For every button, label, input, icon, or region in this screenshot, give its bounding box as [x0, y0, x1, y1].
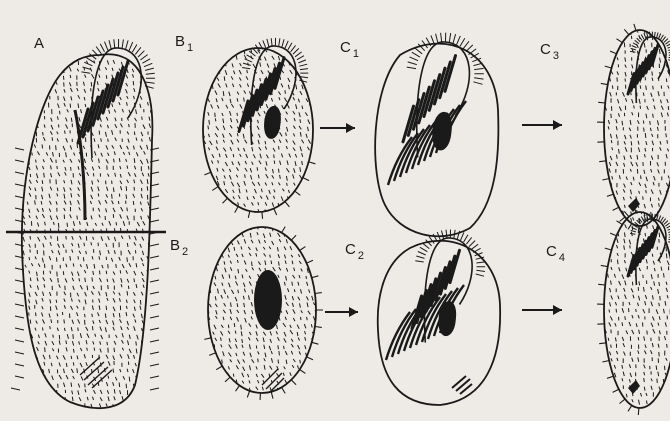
cell-B1-oral-groove-mouth: [264, 106, 281, 139]
cell-C2-cytoproct: [452, 376, 472, 394]
panel-label-subscript: 1: [187, 42, 193, 54]
panel-label-letter: C: [340, 39, 351, 56]
arrow-c1-to-c3: [522, 120, 562, 130]
panel-label-letter: C: [345, 241, 356, 258]
panel-label-letter: B: [175, 33, 185, 50]
panel-label-letter: B: [170, 237, 180, 254]
arrow-c1-to-c3-head: [553, 120, 562, 130]
panel-label-letter: C: [540, 41, 551, 58]
panel-label-subscript: 1: [353, 48, 359, 60]
panel-label-subscript: 4: [559, 252, 565, 264]
arrow-b1-to-c1: [320, 123, 355, 133]
arrow-c2-to-c4-head: [553, 305, 562, 315]
cell-B2-nucleus: [254, 270, 282, 330]
cell-B1-cilia: [201, 48, 324, 222]
arrow-c2-to-c4: [522, 305, 562, 315]
panel-label-subscript: 2: [182, 246, 188, 258]
cell-B1-cilia-marks: [201, 48, 324, 222]
arrow-b2-to-c2-head: [349, 307, 358, 317]
panel-label-a: A: [34, 36, 44, 51]
panel-label-letter: A: [34, 35, 44, 52]
arrow-b1-to-c1-head: [346, 123, 355, 133]
panel-label-letter: C: [546, 243, 557, 260]
arrow-b2-to-c2: [325, 307, 358, 317]
panel-label-subscript: 3: [553, 50, 559, 62]
cell-C1-kineties: [388, 101, 466, 185]
panel-label-subscript: 2: [358, 250, 364, 262]
cell-C3-cytoproct: [628, 198, 640, 212]
